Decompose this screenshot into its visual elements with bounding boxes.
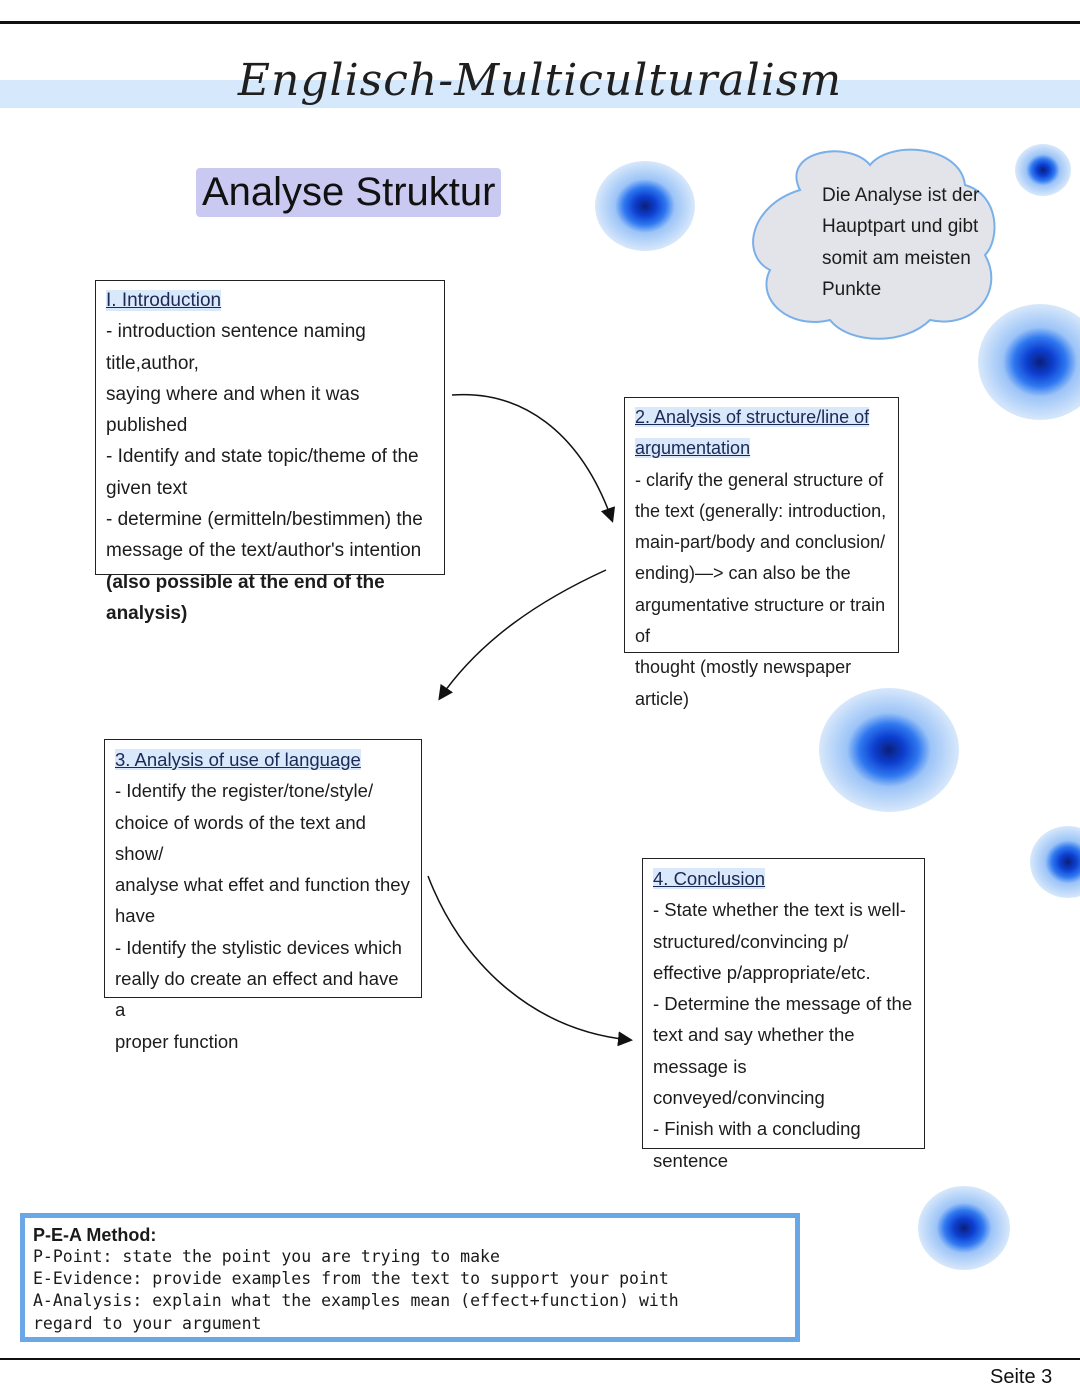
blue-dot-icon <box>1015 144 1071 196</box>
conclusion-box: 4. Conclusion - State whether the text i… <box>642 858 925 1171</box>
introduction-box: I. Introduction - introduction sentence … <box>95 280 445 624</box>
box-line: thought (mostly newspaper article) <box>635 657 852 709</box>
blue-dot-icon <box>1030 826 1080 898</box>
box-line: main-part/body and conclusion/ <box>635 532 886 553</box>
blue-dot-icon <box>918 1186 1010 1270</box>
box-line: the text (generally: introduction, <box>635 500 887 521</box>
box-heading: I. Introduction <box>106 290 222 311</box>
box-line: - Identify and state topic/theme of the <box>106 446 419 468</box>
arrow-icon <box>427 875 633 1047</box>
box-line: choice of words of the text and show/ <box>115 811 366 864</box>
cloud-note-line: Hauptpart und gibt <box>822 216 979 238</box>
language-analysis-box: 3. Analysis of use of language - Identif… <box>104 739 422 1052</box>
blue-dot-icon <box>819 688 959 812</box>
cloud-shape-icon <box>752 148 996 340</box>
pea-line: A-Analysis: explain what the examples me… <box>33 1291 679 1311</box>
pea-line: P-Point: state the point you are trying … <box>33 1247 500 1266</box>
box-line: - Identify the stylistic devices which <box>115 936 402 958</box>
box-line: text and say whether the <box>653 1024 855 1046</box>
box-line: message of the text/author's intention <box>106 540 422 562</box>
cloud-note-line: somit am meisten <box>822 247 971 269</box>
box-line: effective p/appropriate/etc. <box>653 961 871 983</box>
box-line: saying where and when it was published <box>106 383 360 437</box>
box-line: structured/convincing p/ <box>653 930 849 952</box>
box-line: - Determine the message of the <box>653 993 913 1015</box>
cloud-note-line: Die Analyse ist der <box>822 185 980 206</box>
box-heading: argumentation <box>635 438 751 459</box>
box-heading: 4. Conclusion <box>653 868 766 889</box>
box-line: have <box>115 905 156 927</box>
box-line-bold: analysis) <box>106 602 188 624</box>
box-line: analyse what effet and function they <box>115 874 410 896</box>
page-number: Seite 3 <box>990 1366 1053 1388</box>
box-line: - Finish with a concluding <box>653 1118 861 1140</box>
box-line: ending)—> can also be the <box>635 563 851 584</box>
section-subtitle: Analyse Struktur <box>196 168 502 217</box>
box-line: message is conveyed/convincing <box>653 1055 825 1109</box>
top-rule <box>0 21 1080 24</box>
pea-line: regard to your argument <box>33 1313 262 1333</box>
blue-dot-icon <box>595 161 695 251</box>
bottom-rule <box>0 1358 1080 1360</box>
box-line: really do create an effect and have a <box>115 968 399 1021</box>
arrow-icon <box>451 393 616 523</box>
pea-line: E-Evidence: provide examples from the te… <box>33 1269 669 1289</box>
arrow-icon <box>438 569 607 701</box>
box-line-bold: (also possible at the end of the <box>106 571 385 593</box>
page-title: Englisch-Multiculturalism <box>237 55 843 106</box>
box-heading: 2. Analysis of structure/line of <box>635 407 870 427</box>
structure-analysis-box: 2. Analysis of structure/line of argumen… <box>624 397 899 709</box>
pea-method-box: P-E-A Method: P-Point: state the point y… <box>20 1213 800 1342</box>
box-line: - determine (ermitteln/bestimmen) the <box>106 509 423 531</box>
box-line: - Identify the register/tone/style/ <box>115 780 374 802</box>
box-line: given text <box>106 477 188 499</box>
box-line: argumentative structure or train of <box>635 594 886 647</box>
box-line: - clarify the general structure of <box>635 469 884 490</box>
box-heading: 3. Analysis of use of language <box>115 749 361 770</box>
box-line: - introduction sentence naming title,aut… <box>106 321 366 374</box>
blue-dot-icon <box>978 304 1080 420</box>
pea-title: P-E-A Method: <box>33 1225 157 1245</box>
box-line: sentence <box>653 1149 729 1171</box>
cloud-note-line: Punkte <box>822 278 882 300</box>
cloud-note: Die Analyse ist der Hauptpart und gibt s… <box>822 180 982 305</box>
title-highlight-band <box>0 80 1080 108</box>
box-line: proper function <box>115 1030 239 1052</box>
box-line: - State whether the text is well- <box>653 899 906 921</box>
